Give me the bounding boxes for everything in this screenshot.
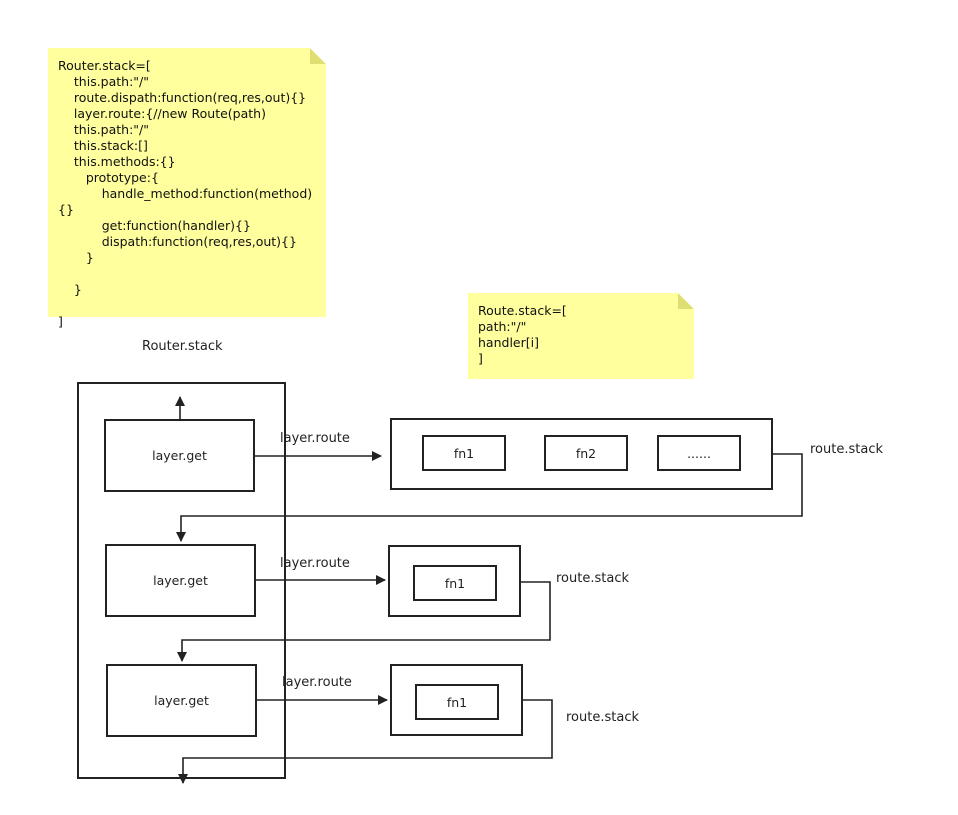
- router-stack-note-text: Router.stack=[ this.path:"/" route.dispa…: [58, 58, 313, 329]
- route-stack-note-text: Route.stack=[ path:"/" handler[i] ]: [478, 303, 567, 366]
- fn-3-1: fn1: [415, 684, 499, 720]
- fn-2-1: fn1: [413, 565, 497, 601]
- layer-route-label-1: layer.route: [280, 431, 350, 446]
- route-stack-label-2: route.stack: [556, 571, 629, 586]
- route-stack-label-1: route.stack: [810, 442, 883, 457]
- fn-1-1: fn1: [422, 435, 506, 471]
- layer-route-label-2: layer.route: [280, 556, 350, 571]
- route-stack-note: [468, 293, 694, 379]
- layer-route-label-3: layer.route: [282, 675, 352, 690]
- route-note-fold-icon: [678, 293, 694, 309]
- layer-get-3: layer.get: [106, 664, 257, 737]
- layer-get-2: layer.get: [105, 544, 256, 617]
- fn-1-3: ......: [657, 435, 741, 471]
- next-layer-arrow-1: [176, 453, 803, 542]
- layer-get-1: layer.get: [104, 419, 255, 492]
- router-note-fold-icon: [310, 48, 326, 64]
- next-layer-arrow-3: [178, 699, 553, 784]
- next-layer-arrow-2: [177, 581, 551, 662]
- fn-1-2: fn2: [544, 435, 628, 471]
- router-stack-label: Router.stack: [142, 339, 223, 354]
- route-stack-label-3: route.stack: [566, 710, 639, 725]
- router-stack-note: [48, 48, 326, 317]
